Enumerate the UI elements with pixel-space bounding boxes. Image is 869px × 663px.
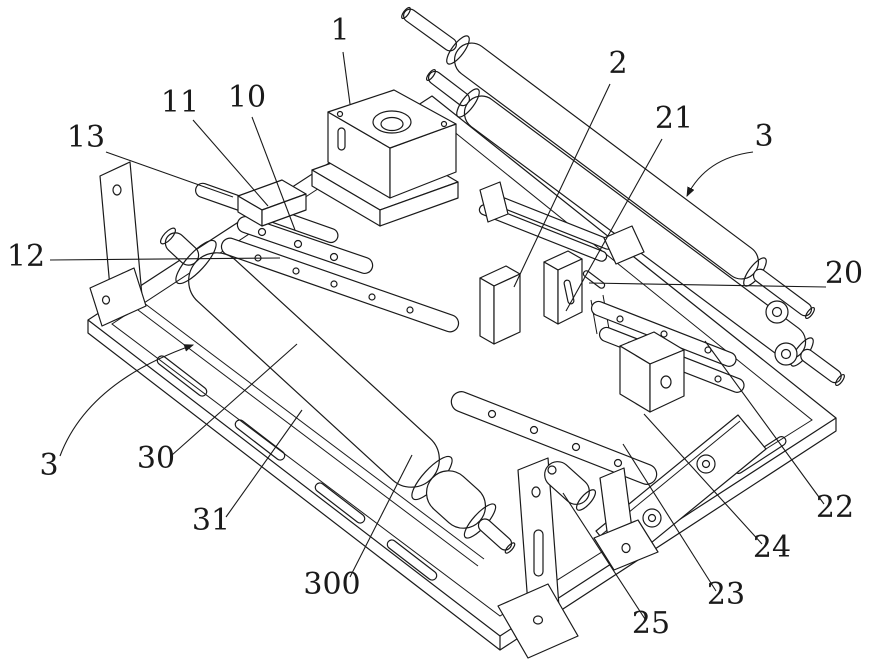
block-bore-outer [372,110,412,134]
slide-block [619,331,685,413]
block-bore-inner [380,116,404,132]
callout-2: 2 [608,46,627,81]
top-roller-lower [425,69,845,387]
callout-13: 13 [67,120,105,155]
left-rail-assembly [195,179,460,333]
top-roller-upper [401,6,815,320]
callout-24: 24 [753,530,791,565]
bearing-end-faces [765,300,798,366]
arrow-leader-left [59,344,195,457]
callout-10: 10 [228,80,266,115]
guide-rod-pair [478,181,645,265]
roller-left-bracket [89,161,147,327]
guide-rail-long [220,237,460,333]
guide-rod [137,302,485,567]
rail-carriage [237,179,307,227]
callout-12: 12 [7,239,45,274]
drilled-rail [450,391,658,485]
callout-3-top: 3 [754,119,773,154]
support-bracket [593,467,659,571]
callout-11: 11 [161,85,199,120]
callout-1: 1 [330,13,349,48]
roller-right-bracket [497,457,579,659]
callout-23: 23 [707,577,745,612]
callout-21: 21 [655,101,693,136]
callout-labels: 1 11 10 13 12 2 21 3 20 3 30 31 300 25 2… [7,13,863,641]
callout-22: 22 [816,490,854,525]
guide-rail-upper [236,215,374,275]
callout-300: 300 [303,567,360,602]
callout-31: 31 [192,503,230,538]
main-roller [159,227,516,554]
callout-25: 25 [632,606,670,641]
clamp-plate-rear [543,250,583,325]
block-slot [337,127,346,151]
arrow-leader-top-right [686,151,754,197]
callout-leaders [49,51,827,620]
small-cylinder [544,461,597,511]
callout-3-left: 3 [39,448,58,483]
clamp-plate-front [479,265,521,345]
roller-right-shaft [477,518,513,551]
callout-20: 20 [825,256,863,291]
right-rail-assembly [590,300,745,413]
callout-30: 30 [137,441,175,476]
motor-mount-block [311,89,459,227]
